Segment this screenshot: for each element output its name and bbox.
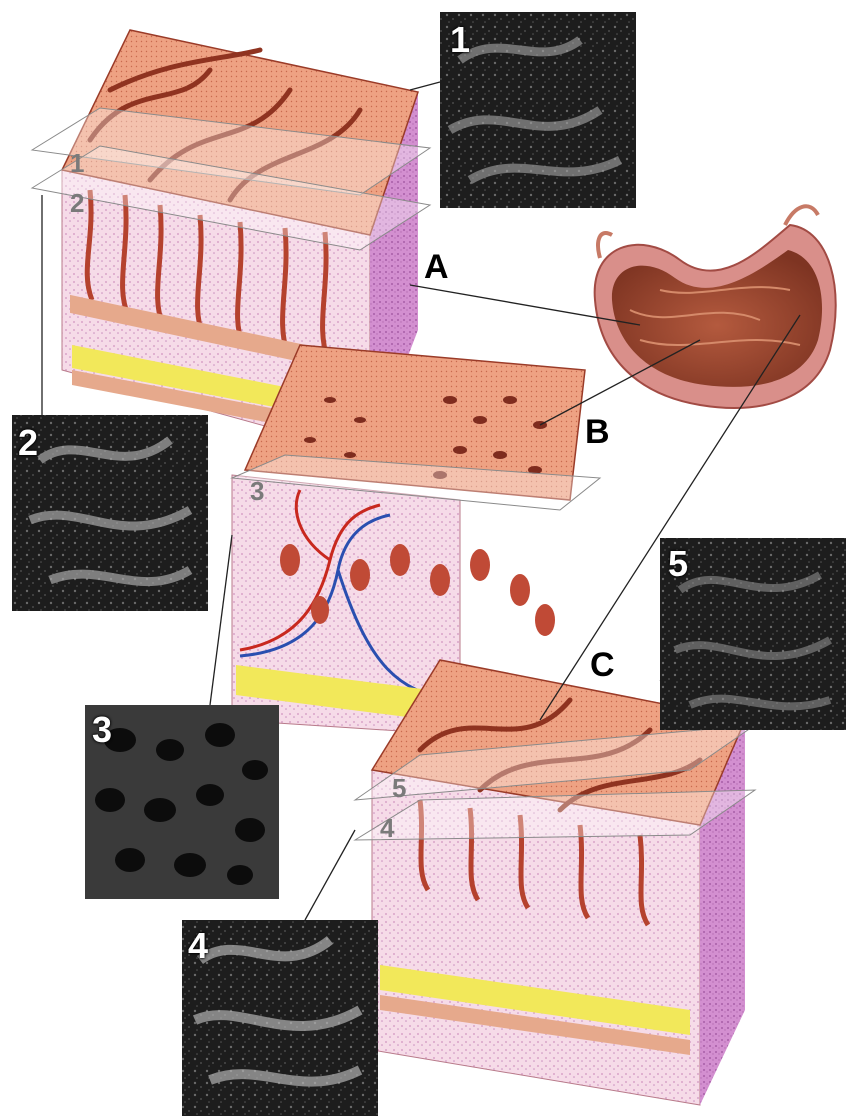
section-label-c: C — [590, 648, 615, 682]
slice-plane-label-2: 2 — [70, 190, 84, 216]
stomach-illustration — [595, 206, 836, 408]
block-b — [232, 345, 600, 735]
section-label-a: A — [424, 250, 449, 284]
micrograph-label-3: 3 — [92, 712, 112, 748]
micrograph-label-4: 4 — [188, 928, 208, 964]
micrograph-label-2: 2 — [18, 425, 38, 461]
slice-plane-label-3: 3 — [250, 478, 264, 504]
slice-plane-label-1: 1 — [70, 150, 84, 176]
micrograph-4 — [182, 920, 378, 1116]
slice-plane-label-4: 4 — [380, 815, 394, 841]
micrograph-label-5: 5 — [668, 546, 688, 582]
slice-plane-label-5: 5 — [392, 775, 406, 801]
section-label-b: B — [585, 415, 610, 449]
micrograph-label-1: 1 — [450, 22, 470, 58]
micrograph-3 — [85, 705, 279, 899]
micrograph-2 — [12, 415, 208, 611]
